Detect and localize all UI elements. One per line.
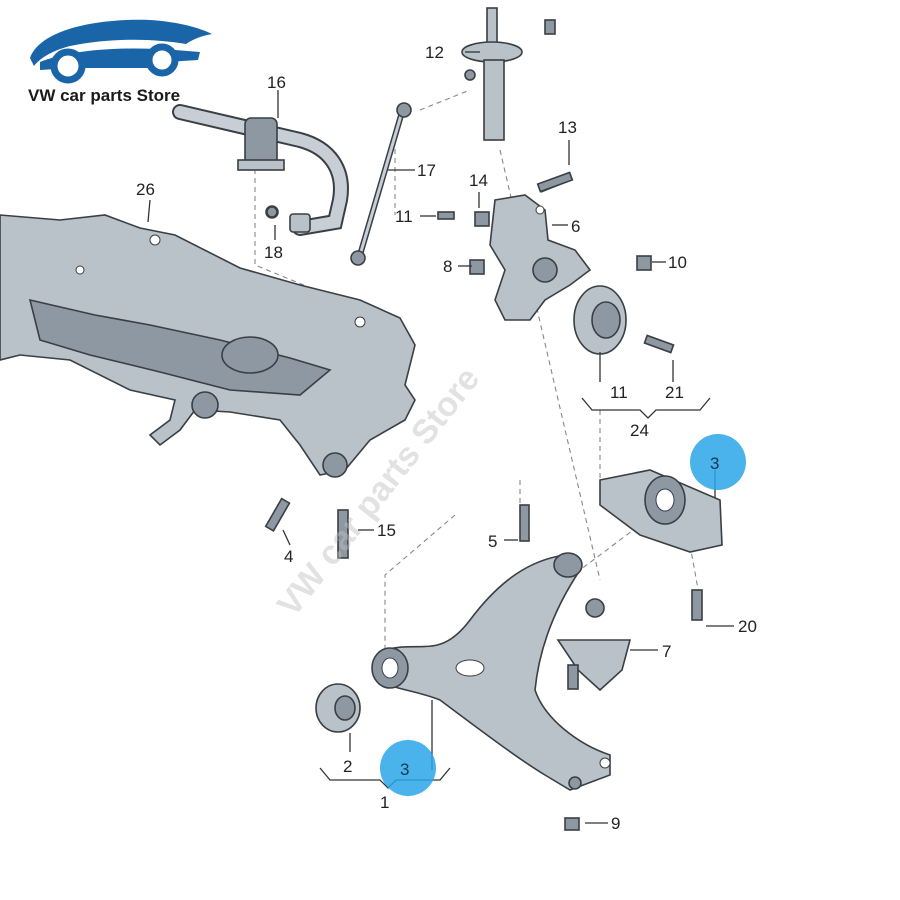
bolts-group — [264, 171, 580, 831]
label-20: 20 — [738, 617, 757, 636]
steering-knuckle-part — [437, 177, 592, 321]
label-21: 21 — [665, 383, 684, 402]
front-bushing-part — [315, 683, 361, 733]
label-10: 10 — [668, 253, 687, 272]
store-name: VW car parts Store — [28, 86, 181, 105]
label-24: 24 — [630, 421, 649, 440]
badge-control-arm — [380, 740, 436, 796]
subframe-part — [0, 214, 416, 478]
coupling-rod-part — [350, 102, 412, 266]
rear-bushing-bracket-part — [599, 469, 723, 621]
label-16: 16 — [267, 73, 286, 92]
car-wrench-logo-icon — [30, 19, 212, 84]
label-6: 6 — [571, 217, 580, 236]
label-13: 13 — [558, 118, 577, 137]
label-12: 12 — [425, 43, 444, 62]
label-3-bracket: 3 — [710, 454, 719, 473]
label-7: 7 — [662, 642, 671, 661]
label-17: 17 — [417, 161, 436, 180]
label-26: 26 — [136, 180, 155, 199]
label-4: 4 — [284, 547, 293, 566]
label-18: 18 — [264, 243, 283, 262]
strut-part — [461, 7, 556, 141]
label-2: 2 — [343, 757, 352, 776]
label-5: 5 — [488, 532, 497, 551]
label-11-hub: 11 — [610, 383, 628, 402]
stabilizer-bar-part — [172, 104, 349, 236]
label-9: 9 — [611, 814, 620, 833]
wheel-hub-part — [573, 255, 675, 355]
label-8: 8 — [443, 257, 452, 276]
control-arm-part — [371, 552, 611, 791]
label-1: 1 — [380, 793, 389, 812]
label-14: 14 — [469, 171, 488, 190]
leader-lines — [147, 51, 734, 824]
label-11-bolt: 11 — [395, 207, 413, 226]
ball-joint-part — [556, 598, 632, 692]
label-3-arm: 3 — [400, 760, 409, 779]
label-15: 15 — [377, 521, 396, 540]
badge-bushing-bracket — [690, 434, 746, 490]
